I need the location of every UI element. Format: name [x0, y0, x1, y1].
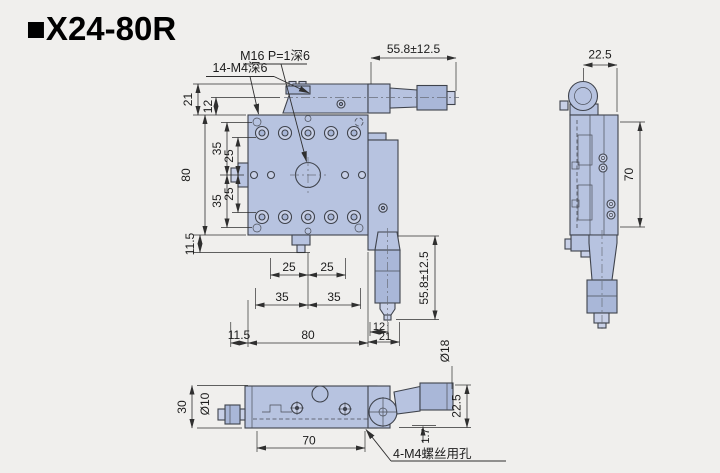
dim-travel-right: 55.8±12.5	[417, 251, 431, 305]
side-view: 22.5 70	[559, 48, 645, 332]
dim-bottom-30: 30	[175, 400, 189, 414]
dim-top-21: 21	[181, 93, 195, 107]
side-knob	[567, 80, 599, 112]
front-dims-bottom: 25 25 35 35 11.5 80 12 21	[228, 252, 401, 347]
base-screw-hole	[338, 402, 352, 416]
edge-hole	[304, 227, 312, 235]
base-screw-hole	[290, 401, 304, 415]
m16-center-hole	[290, 157, 326, 193]
dim-bottom-35-right: 35	[327, 290, 341, 304]
m4-hole-row-top	[254, 125, 362, 141]
dim-bottom-11-5: 11.5	[228, 328, 251, 342]
dim-side-70: 70	[622, 168, 636, 182]
corner-hole	[252, 223, 262, 233]
corner-hole-hidden	[354, 117, 364, 127]
dim-bottom-25-right: 25	[320, 260, 334, 274]
side-micrometer	[586, 230, 618, 332]
front-dims-left: 21 12 80 35 25 25 35 11.5	[179, 83, 310, 255]
stage-table	[230, 114, 369, 254]
dim-left-35-lower: 35	[210, 194, 224, 208]
dim-left-11-5: 11.5	[183, 232, 197, 255]
bottom-micrometer	[367, 382, 454, 429]
bottom-view: 30 Ø10 70 22.5 1.7 Ø18 4-M4螺丝用孔	[175, 339, 506, 462]
bottom-body	[244, 385, 378, 429]
front-callouts: 14-M4深6 M16 P=1深6	[206, 49, 310, 163]
dim-bottom-21: 21	[379, 331, 391, 343]
label-14-m4: 14-M4深6	[213, 61, 268, 75]
y-axis-micrometer	[374, 228, 401, 326]
dim-side-22-5: 22.5	[588, 48, 612, 62]
m4-hole-row-middle	[249, 170, 367, 180]
dim-left-25-upper: 25	[222, 149, 236, 163]
dim-top-12: 12	[201, 100, 215, 114]
bottom-callout: 4-M4螺丝用孔	[365, 428, 506, 462]
front-view: 14-M4深6 M16 P=1深6	[179, 42, 459, 347]
clamp-knob	[217, 404, 246, 425]
edge-hole	[304, 115, 312, 122]
x-axis-micrometer	[282, 80, 459, 114]
dim-knob-dia-10: Ø10	[198, 392, 212, 415]
dim-bottom-25-left: 25	[282, 260, 296, 274]
label-4-m4-screw-holes: 4-M4螺丝用孔	[393, 447, 472, 461]
page-title: ■X24-80R	[26, 10, 176, 47]
dim-bottom-12: 12	[373, 321, 385, 333]
dim-left-35-upper: 35	[210, 142, 224, 156]
dim-travel-top: 55.8±12.5	[387, 42, 441, 56]
dim-bottom-80: 80	[301, 328, 315, 342]
dim-micrometer-dia-18: Ø18	[438, 339, 452, 362]
label-m16: M16 P=1深6	[240, 49, 310, 63]
dim-left-80: 80	[179, 168, 193, 182]
m4-hole-row-bottom	[254, 209, 362, 225]
dim-bottom-35-left: 35	[275, 290, 289, 304]
corner-hole	[252, 117, 262, 127]
front-dims-travel: 55.8±12.5 55.8±12.5	[370, 42, 457, 321]
dim-end-22-5: 22.5	[450, 394, 464, 418]
corner-hole	[354, 223, 364, 233]
dim-step-1-7: 1.7	[420, 428, 432, 443]
dim-left-25-lower: 25	[222, 187, 236, 201]
through-hole	[311, 385, 329, 403]
dim-bottom-70: 70	[302, 434, 316, 448]
